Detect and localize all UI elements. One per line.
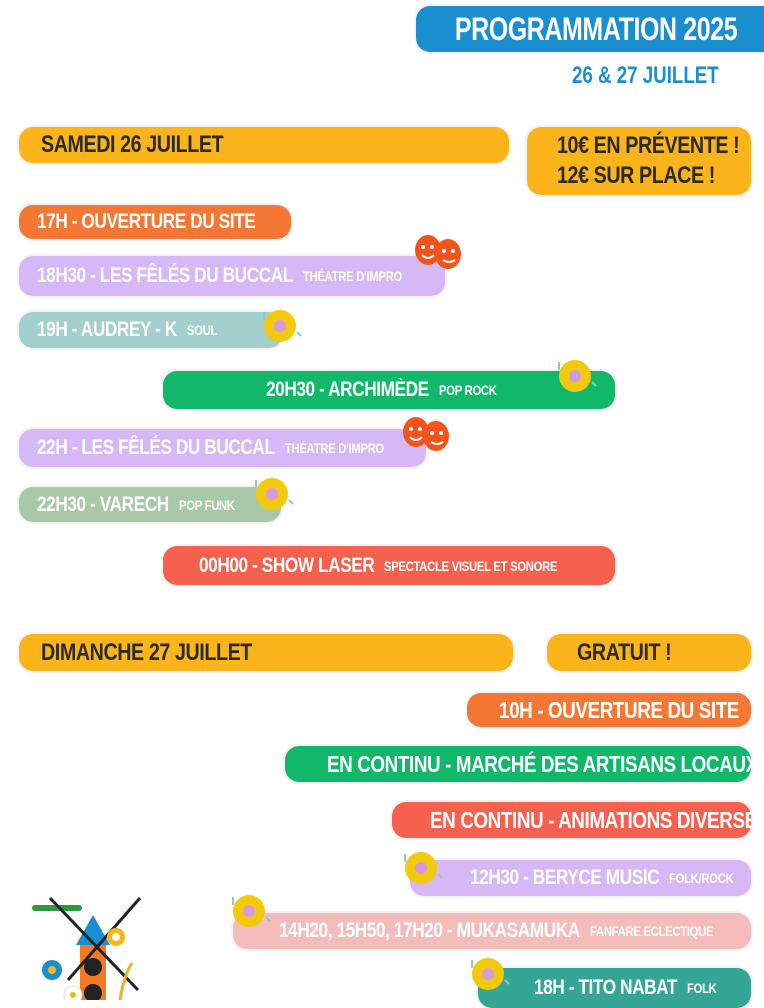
- vinyl-disc-icon: [471, 958, 510, 990]
- event-title: 20H30 - ARCHIMÈDE: [266, 378, 429, 401]
- saturday-label: SAMEDI 26 JUILLET: [41, 131, 224, 158]
- event-item: 10H - OUVERTURE DU SITE: [467, 693, 751, 727]
- theatre-masks-icon: [403, 417, 449, 451]
- event-genre: FANFARE ECLECTIQUE: [589, 923, 714, 939]
- event-item: 22H - LES FÊLÉS DU BUCCAL THÉATRE D'IMPRO: [19, 429, 426, 467]
- event-title: 22H - LES FÊLÉS DU BUCCAL: [37, 436, 275, 459]
- windmill-illustration: [32, 896, 142, 1000]
- vinyl-disc-icon: [232, 895, 271, 927]
- event-genre: SPECTACLE VISUEL ET SONORE: [384, 557, 558, 574]
- sunday-price: GRATUIT !: [547, 634, 751, 671]
- vinyl-disc-icon: [255, 478, 294, 510]
- event-item: 18H - TITO NABAT FOLK: [478, 968, 751, 1008]
- event-genre: FOLK: [687, 980, 717, 996]
- event-item: 12H30 - BERYCE MUSIC FOLK/ROCK: [410, 860, 751, 896]
- theatre-masks-icon: [415, 235, 461, 269]
- vinyl-disc-icon: [404, 852, 443, 884]
- dates: 26 & 27 JUILLET: [572, 62, 719, 89]
- saturday-header: SAMEDI 26 JUILLET: [19, 127, 509, 163]
- event-title: 18H - TITO NABAT: [534, 976, 678, 999]
- event-item: EN CONTINU - ANIMATIONS DIVERSES: [392, 802, 764, 838]
- event-genre: THÉATRE D'IMPRO: [302, 268, 402, 284]
- vinyl-disc-icon: [558, 360, 597, 392]
- page-title: PROGRAMMATION 2025: [454, 10, 738, 47]
- event-item: EN CONTINU - MARCHÉ DES ARTISANS LOCAUX: [285, 746, 758, 782]
- event-title: 17H - OUVERTURE DU SITE: [37, 210, 256, 233]
- title-banner: PROGRAMMATION 2025: [416, 6, 764, 52]
- door-price: 12€ SUR PLACE !: [557, 162, 715, 189]
- event-genre: FOLK/ROCK: [669, 870, 734, 886]
- free-label: GRATUIT !: [577, 638, 672, 666]
- event-genre: POP ROCK: [438, 382, 497, 398]
- sunday-label: DIMANCHE 27 JUILLET: [41, 638, 252, 666]
- event-title: 14H20, 15H50, 17H20 - MUKASAMUKA: [279, 919, 580, 942]
- event-title: 12H30 - BERYCE MUSIC: [470, 866, 660, 889]
- event-title: 19H - AUDREY - K: [37, 318, 177, 341]
- event-item: 20H30 - ARCHIMÈDE POP ROCK: [163, 371, 615, 409]
- vinyl-disc-icon: [263, 310, 302, 342]
- event-genre: THÉATRE D'IMPRO: [284, 440, 384, 456]
- event-item: 14H20, 15H50, 17H20 - MUKASAMUKA FANFARE …: [233, 913, 751, 949]
- event-title: EN CONTINU - MARCHÉ DES ARTISANS LOCAUX: [327, 750, 758, 777]
- event-title: 18H30 - LES FÊLÉS DU BUCCAL: [37, 264, 293, 287]
- event-item: 19H - AUDREY - K SOUL: [19, 312, 283, 348]
- event-title: 10H - OUVERTURE DU SITE: [499, 696, 739, 723]
- event-item: 22H30 - VARECH POP FUNK: [19, 487, 281, 522]
- event-genre: POP FUNK: [178, 496, 235, 513]
- event-genre: SOUL: [186, 322, 217, 338]
- sunday-header: DIMANCHE 27 JUILLET: [19, 634, 513, 671]
- event-title: 00H00 - SHOW LASER: [199, 553, 375, 577]
- event-item: 00H00 - SHOW LASER SPECTACLE VISUEL ET SO…: [163, 546, 615, 585]
- saturday-price: 10€ EN PRÉVENTE ! 12€ SUR PLACE !: [527, 127, 751, 195]
- event-title: 22H30 - VARECH: [37, 492, 169, 516]
- event-title: EN CONTINU - ANIMATIONS DIVERSES: [430, 806, 764, 833]
- event-item: 18H30 - LES FÊLÉS DU BUCCAL THÉATRE D'IMP…: [19, 256, 445, 296]
- presale-price: 10€ EN PRÉVENTE !: [557, 132, 740, 159]
- event-item: 17H - OUVERTURE DU SITE: [19, 205, 291, 239]
